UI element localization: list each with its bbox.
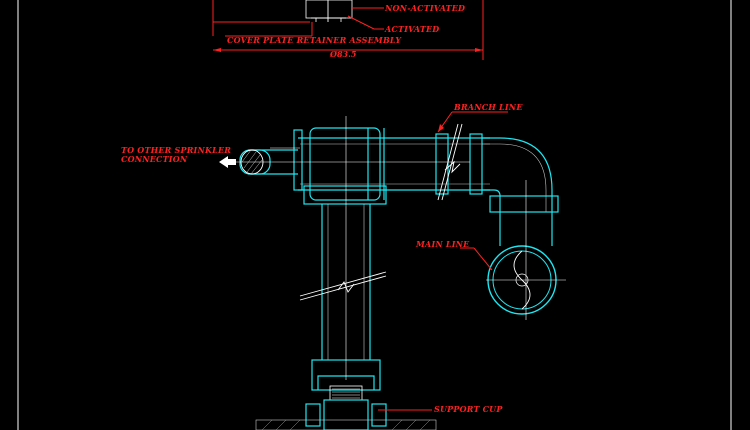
label-non-activated: NON-ACTIVATED: [384, 3, 465, 13]
centerlines: [230, 116, 566, 380]
drawing-frame: [17, 0, 732, 430]
label-activated: ACTIVATED: [384, 24, 439, 34]
label-dimension: Ø83.5: [329, 49, 357, 59]
label-support-cup: SUPPORT CUP: [434, 404, 503, 414]
label-to-other-sprinkler: TO OTHER SPRINKLER: [121, 145, 231, 155]
piping-assembly: [239, 123, 559, 430]
label-connection: CONNECTION: [121, 154, 188, 164]
label-branch-line: BRANCH LINE: [453, 102, 523, 112]
label-cover-plate-retainer: COVER PLATE RETAINER ASSEMBLY: [227, 35, 402, 45]
label-main-line: MAIN LINE: [415, 239, 470, 249]
cover-plate-detail: [212, 0, 484, 60]
annotations: [219, 111, 508, 411]
